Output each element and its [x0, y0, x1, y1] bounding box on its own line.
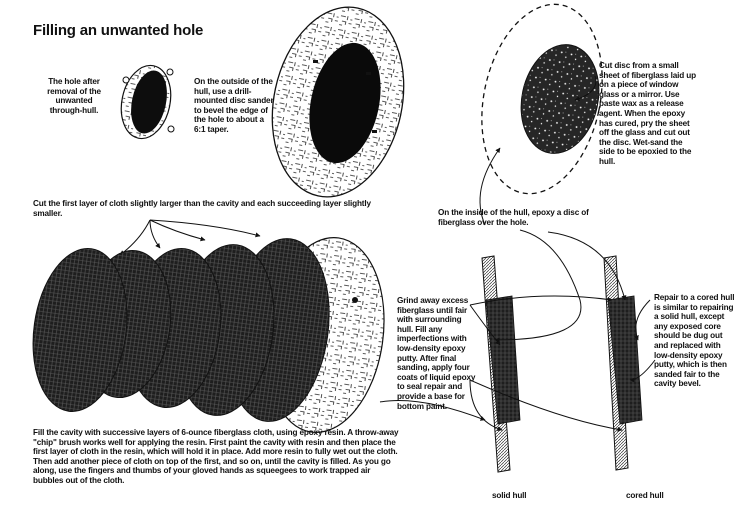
cloth-layer-arrows: [119, 219, 261, 256]
label-cored-hull: cored hull: [626, 491, 664, 500]
diagram-title: Filling an unwanted hole: [33, 22, 204, 39]
caption-cut-disc: Cut disc from a small sheet of fiberglas…: [599, 61, 696, 166]
caption-fill-cavity: Fill the cavity with successive layers o…: [33, 428, 399, 485]
cloth-layers-illustration: [32, 237, 385, 433]
label-solid-hull: solid hull: [492, 491, 527, 500]
solid-hull-section: [481, 255, 521, 473]
fiberglass-disc-illustration: [481, 3, 603, 195]
callout-lines: [379, 75, 656, 432]
caption-inside-hull: On the inside of the hull, epoxy a disc …: [438, 208, 589, 227]
caption-cut-layers: Cut the first layer of cloth slightly la…: [33, 199, 371, 218]
beveled-hole-illustration: [271, 6, 405, 198]
caption-hole-after-removal: The hole after removal of the unwanted t…: [47, 77, 101, 115]
cored-hull-section: [603, 255, 643, 471]
hole-after-removal-illustration: [120, 64, 175, 140]
caption-cored-hull-repair: Repair to a cored hull is similar to rep…: [654, 293, 735, 389]
caption-grind-away: Grind away excess fiberglass until fair …: [397, 296, 476, 411]
caption-outside-hull: On the outside of the hull, use a drill-…: [194, 77, 274, 134]
